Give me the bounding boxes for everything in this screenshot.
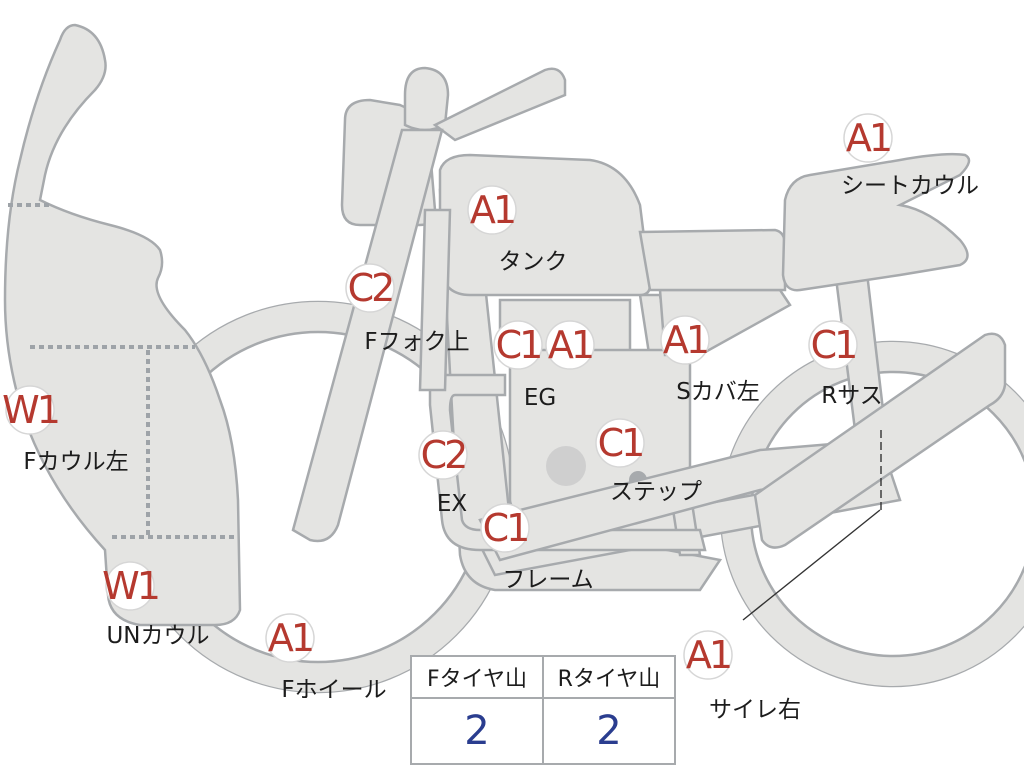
seat-bridge-shape — [638, 228, 787, 292]
part-label-seat-cowl: シートカウル — [841, 173, 979, 199]
grade-text: C2 — [421, 433, 466, 477]
grade-badge-under-cowl: W1 — [102, 561, 161, 611]
part-label-engine: EG — [524, 385, 556, 411]
grade-text: A1 — [663, 318, 707, 362]
grade-text: A1 — [268, 616, 312, 660]
rear-tire-tread-header: Rタイヤ山 — [542, 655, 676, 699]
part-label-front-wheel: Fホイール — [281, 677, 386, 703]
cowl-panel-dotted-lines — [8, 203, 237, 539]
front-fork-shape — [291, 128, 452, 543]
grade-badge-front-cowl-left: W1 — [2, 385, 61, 435]
seat-cowl-shape — [781, 152, 971, 292]
silencer-shape — [753, 332, 1007, 549]
grade-text: A1 — [548, 323, 592, 367]
grade-text: A1 — [470, 188, 514, 232]
front-cowl-shape — [3, 23, 242, 627]
part-label-rear-suspension: Rサス — [821, 383, 883, 409]
front-tire-tread-header: Fタイヤ山 — [410, 655, 544, 699]
tire-tread-header-row: Fタイヤ山 Rタイヤ山 — [410, 655, 676, 699]
part-label-side-cover-left: Sカバ左 — [676, 379, 760, 405]
grade-text: A1 — [846, 116, 890, 160]
grade-badge-front-fork-upper: C2 — [345, 263, 395, 313]
grade-text: W1 — [2, 388, 58, 432]
tire-tread-table: Fタイヤ山 Rタイヤ山 2 2 — [410, 655, 676, 765]
part-label-under-cowl: UNカウル — [106, 623, 209, 649]
grade-badge-seat-cowl: A1 — [843, 113, 893, 163]
front-tire-tread-value: 2 — [410, 697, 544, 765]
grade-badge-exhaust: C2 — [418, 430, 468, 480]
grade-text: C1 — [496, 323, 541, 367]
grade-badge-tank: A1 — [467, 185, 517, 235]
grade-text: W1 — [102, 564, 158, 608]
grade-badge-side-cover-left: A1 — [660, 315, 710, 365]
grade-badge-engine-2: A1 — [545, 320, 595, 370]
grade-badge-engine-1: C1 — [493, 320, 543, 370]
rear-tire-tread-value: 2 — [542, 697, 676, 765]
part-label-front-cowl-left: Fカウル左 — [23, 449, 128, 475]
grade-badge-frame: C1 — [480, 503, 530, 553]
part-label-silencer-right: サイレ右 — [709, 697, 801, 723]
part-label-exhaust: EX — [437, 491, 468, 517]
part-label-step: ステップ — [610, 479, 702, 505]
grade-badge-rear-suspension: C1 — [808, 320, 858, 370]
grade-text: C1 — [811, 323, 856, 367]
grade-text: C1 — [483, 506, 528, 550]
tire-tread-value-row: 2 2 — [410, 697, 676, 765]
grade-text: C1 — [598, 421, 643, 465]
silencer-leader-line — [742, 509, 881, 621]
grade-text: C2 — [348, 266, 393, 310]
grade-badge-front-wheel: A1 — [265, 613, 315, 663]
part-label-front-fork-upper: Fフォク上 — [364, 329, 469, 355]
part-label-frame: フレーム — [502, 567, 593, 593]
grade-badge-step: C1 — [595, 418, 645, 468]
grade-badge-silencer-right: A1 — [683, 630, 733, 680]
grade-text: A1 — [686, 633, 730, 677]
part-label-tank: タンク — [499, 249, 568, 275]
